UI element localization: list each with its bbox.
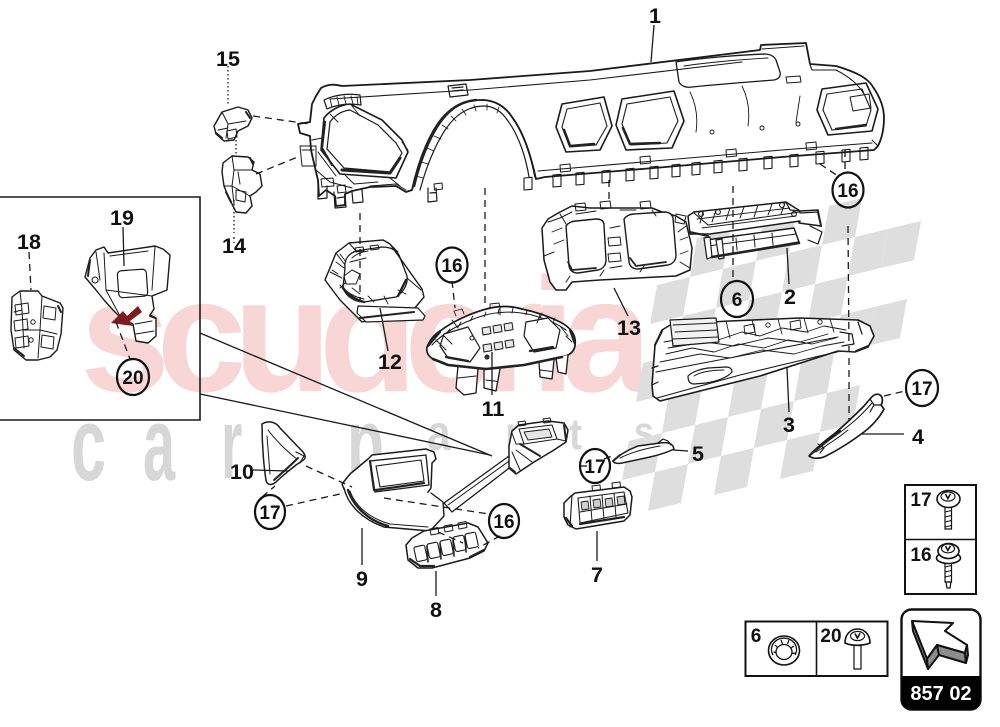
svg-text:20: 20 [122, 368, 143, 389]
svg-text:16: 16 [837, 181, 858, 202]
svg-text:c: c [71, 387, 106, 503]
svg-text:12: 12 [378, 350, 402, 374]
svg-text:17: 17 [584, 457, 605, 478]
svg-text:14: 14 [222, 234, 246, 258]
svg-text:5: 5 [692, 442, 704, 466]
svg-text:16: 16 [493, 512, 514, 533]
svg-text:1: 1 [649, 4, 661, 28]
svg-text:r: r [221, 389, 242, 501]
svg-text:17: 17 [911, 379, 932, 400]
svg-text:2: 2 [784, 285, 796, 309]
svg-text:16: 16 [910, 545, 931, 566]
svg-text:a: a [143, 385, 176, 503]
svg-text:18: 18 [17, 230, 41, 254]
svg-text:10: 10 [230, 460, 254, 484]
svg-text:857 02: 857 02 [910, 683, 971, 705]
svg-text:13: 13 [617, 316, 641, 340]
svg-text:8: 8 [430, 598, 442, 622]
svg-text:19: 19 [110, 206, 134, 230]
svg-text:6: 6 [751, 626, 762, 647]
svg-text:t: t [569, 409, 582, 458]
svg-text:17: 17 [910, 490, 931, 511]
svg-text:9: 9 [356, 567, 368, 591]
svg-text:6: 6 [732, 290, 743, 311]
svg-text:17: 17 [259, 503, 280, 524]
svg-text:11: 11 [482, 397, 505, 421]
svg-text:15: 15 [216, 47, 240, 71]
svg-text:4: 4 [912, 425, 924, 449]
svg-text:3: 3 [783, 413, 795, 437]
svg-text:7: 7 [591, 563, 603, 587]
svg-text:20: 20 [820, 626, 841, 647]
svg-text:16: 16 [441, 256, 462, 277]
